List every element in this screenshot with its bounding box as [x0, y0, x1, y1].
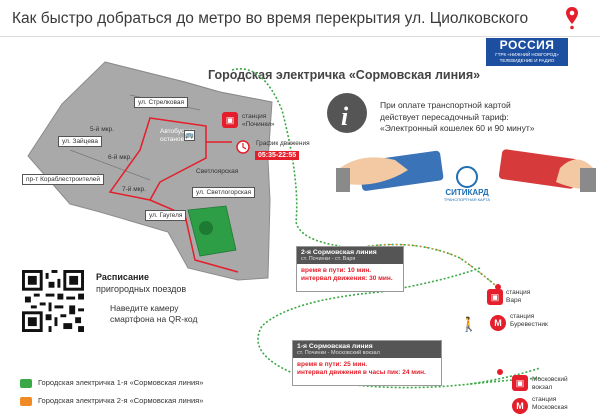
legend-swatch-orange — [20, 396, 32, 406]
bus-stop-label: Автобусная остановка — [160, 128, 195, 143]
train-station-varya-icon: ▣ — [487, 289, 503, 305]
route2-sub: ст. Починки - ст. Варя — [297, 256, 403, 264]
route1-travel: время в пути: 25 мин. — [297, 361, 368, 368]
station-moskovskaya-label: станция Московская — [532, 396, 568, 411]
route2-title: 2-я Сормовская линия — [297, 247, 403, 256]
district-7: 7-й мкр. — [122, 186, 146, 193]
header-divider — [0, 36, 600, 37]
route1-card: 1-я Сормовская линия ст. Починки - Моско… — [292, 340, 442, 386]
tariff-info: При оплате транспортной картой действует… — [380, 100, 535, 133]
schedule-label: График движения — [256, 140, 310, 147]
route2-card: 2-я Сормовская линия ст. Починки - ст. В… — [296, 246, 404, 292]
district-5: 5-й мкр. — [90, 126, 114, 133]
schedule-title: Расписание — [96, 272, 149, 282]
schedule-time: 05:35-22:55 — [255, 151, 300, 160]
russia-logo: РОССИЯ ГТРК «НИЖНИЙ НОВГОРОД» ТЕЛЕВИДЕНИ… — [486, 38, 568, 66]
metro-moskovskaya-icon: M — [512, 398, 528, 414]
route1-title: 1-я Сормовская линия — [293, 341, 441, 350]
schedule-hint: Наведите камеру смартфона на QR-код — [110, 303, 198, 324]
qr-code[interactable] — [22, 270, 84, 332]
page-title: Как быстро добраться до метро во время п… — [12, 10, 529, 27]
street-zaitseva: ул. Зайцева — [58, 136, 102, 147]
district-6: 6-й мкр. — [108, 154, 132, 161]
legend-item-line1: Городская электричка 1-я «Сормовская лин… — [20, 378, 203, 388]
station-burevestnik-label: станция Буревестник — [510, 313, 548, 328]
metro-burevestnik-icon: M — [490, 315, 506, 331]
clock-icon — [236, 140, 250, 154]
schedule-subtitle: пригородных поездов — [96, 284, 187, 294]
walking-person-icon: 🚶 — [460, 316, 478, 332]
legend-item-line2: Городская электричка 2-я «Сормовская лин… — [20, 396, 203, 406]
street-gaugelya: ул. Гаугеля — [145, 210, 187, 221]
route1-sub: ст. Починки - Московский вокзал — [293, 350, 441, 358]
route2-travel: время в пути: 10 мин. — [301, 267, 372, 274]
citycard-logo: СИТИКАРД ТРАНСПОРТНАЯ КАРТА — [439, 166, 495, 202]
train-station-moskovsky-icon: ▣ — [512, 375, 528, 391]
station-varya-label: станция Варя — [506, 289, 531, 304]
section-title: Городская электричка «Сормовская линия» — [208, 68, 481, 82]
bus-icon: 🚌 — [184, 130, 195, 141]
location-pin-icon — [566, 7, 578, 30]
street-korablestroitelei: пр-т Кораблестроителей — [22, 174, 104, 185]
legend-swatch-green — [20, 378, 32, 388]
train-station-icon: ▣ — [222, 112, 238, 128]
district-svetloyarskaya: Светлоярская — [196, 168, 239, 175]
station-pochinki-label: станция «Починки» — [242, 113, 275, 128]
route2-interval: интервал движения: 30 мин. — [301, 275, 393, 282]
station-moskovsky-vokzal-label: Московский вокзал — [532, 376, 568, 391]
transport-cards-illustration — [336, 149, 596, 192]
street-strelkovaya: ул. Стрелковая — [134, 97, 189, 108]
route1-interval: интервал движения в часы пик: 24 мин. — [297, 369, 426, 376]
svg-text:i: i — [341, 102, 349, 131]
street-svetlogorskaya: ул. Светлогорская — [192, 187, 256, 198]
